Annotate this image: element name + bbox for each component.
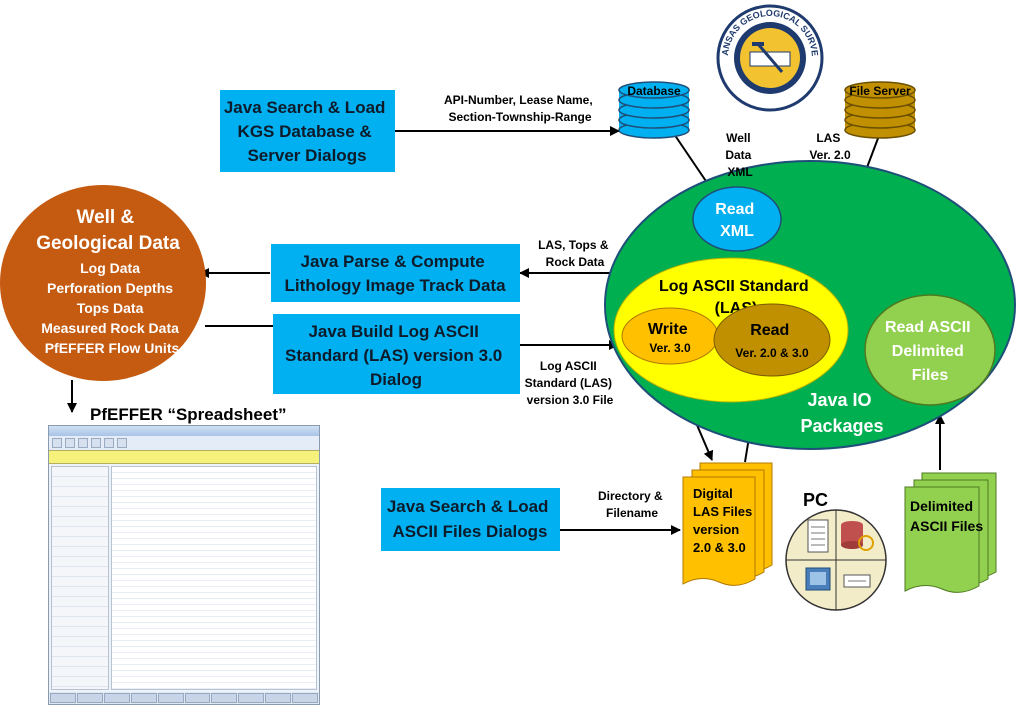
label-las-tops-rock: LAS, Tops & Rock Data: [538, 238, 612, 269]
svg-text:Read Ver. 2.0 & 3.0: Read Ver. 2.0 & 3.0: [735, 322, 809, 360]
well-item-pfeffer: PfEFFER Flow Units: [45, 340, 180, 356]
well-item-log-data: Log Data: [80, 260, 140, 276]
pfeffer-header-bar: [49, 450, 319, 464]
pc-icon: PC: [785, 490, 887, 611]
toolbar-button: [117, 438, 127, 448]
pfeffer-window-titlebar: [49, 426, 319, 436]
box-build-line2: Standard (LAS) version 3.0: [285, 346, 502, 365]
svg-text:Java Search & Load ASCII: Java Search & Load ASCII Files Dialogs: [387, 497, 553, 541]
toolbar-button: [65, 438, 75, 448]
digital-las-line2: LAS Files: [693, 504, 752, 519]
well-item-tops: Tops Data: [77, 300, 144, 316]
digital-las-line4: 2.0 & 3.0: [693, 540, 746, 555]
read-ascii-line1: Read ASCII: [885, 319, 971, 336]
toolbar-button: [104, 438, 114, 448]
write-node: Write Ver. 3.0: [621, 307, 719, 365]
las-title-line1: Log ASCII Standard: [659, 278, 809, 295]
toolbar-button: [78, 438, 88, 448]
group-tab: [292, 693, 319, 703]
well-geological-data: Well & Geological Data Log Data Perforat…: [0, 185, 206, 381]
svg-text:Log Data Perforation Dep: Log Data Perforation Depths Tops Data Me…: [41, 260, 183, 356]
group-tab: [130, 693, 157, 703]
label-las-ver2: LAS Ver. 2.0: [809, 131, 851, 162]
box-build-line1: Java Build Log ASCII: [308, 322, 478, 341]
read-las-line1: Read: [750, 322, 789, 339]
svg-text:Java IO Packages: Java IO Packages: [800, 390, 883, 436]
write-line2: Ver. 3.0: [649, 341, 691, 355]
box-java-build-las: Java Build Log ASCII Standard (LAS) vers…: [273, 314, 520, 394]
well-title-line2: Geological Data: [36, 233, 180, 254]
svg-text:Java Parse & Compute Lit: Java Parse & Compute Lithology Image Tra…: [284, 252, 506, 295]
box-parse-line2: Lithology Image Track Data: [284, 276, 506, 295]
box-parse-line1: Java Parse & Compute: [301, 252, 485, 271]
read-xml-node: Read XML: [692, 186, 782, 252]
box-kgs-line2: KGS Database &: [238, 122, 372, 141]
pfeffer-data-grid: [111, 466, 317, 690]
well-title-line1: Well &: [77, 207, 135, 228]
svg-text:Delimited ASCII Files: Delimited ASCII Files: [910, 498, 983, 534]
delimited-line2: ASCII Files: [910, 518, 983, 534]
svg-text:Java Build Log ASCII Sta: Java Build Log ASCII Standard (LAS) vers…: [285, 322, 507, 389]
box-kgs-line3: Server Dialogs: [247, 146, 366, 165]
arrow-database-to-readxml: [669, 127, 713, 191]
box-kgs-line1: Java Search & Load: [224, 98, 386, 117]
kgs-seal-logo: KANSAS GEOLOGICAL SURVEY: [0, 0, 824, 112]
svg-text:Digital LAS Files: Digital LAS Files version 2.0 & 3.0: [693, 486, 756, 555]
digital-las-line1: Digital: [693, 486, 733, 501]
group-tab: [50, 693, 76, 703]
label-well-data-xml: Well Data XML: [725, 131, 754, 179]
group-tab: [265, 693, 292, 703]
pfeffer-parameter-panel: [51, 466, 109, 690]
well-item-rock: Measured Rock Data: [41, 320, 179, 336]
group-tab: [184, 693, 211, 703]
delimited-line1: Delimited: [910, 498, 973, 514]
group-tab: [238, 693, 265, 703]
file-server-cylinder: File Server: [844, 81, 916, 139]
database-label: Database: [627, 84, 681, 98]
read-xml-line1: Read: [715, 201, 754, 218]
box-java-search-ascii: Java Search & Load ASCII Files Dialogs: [381, 488, 560, 551]
digital-las-files: Digital LAS Files version 2.0 & 3.0: [682, 462, 773, 586]
svg-text:Well & Geological Data: Well & Geological Data: [36, 207, 180, 254]
kgs-seal-text: KANSAS GEOLOGICAL SURVEY: [0, 0, 820, 57]
toolbar-button: [91, 438, 101, 448]
box-java-parse-compute: Java Parse & Compute Lithology Image Tra…: [271, 244, 520, 302]
delimited-ascii-files: Delimited ASCII Files: [904, 472, 997, 593]
read-ascii-line2: Delimited: [892, 343, 964, 360]
label-dir-filename: Directory & Filename: [598, 489, 666, 520]
pfeffer-spreadsheet-screenshot: [48, 425, 320, 705]
read-ascii-node: Read ASCII Delimited Files: [864, 294, 996, 406]
group-tab: [211, 693, 238, 703]
group-tab: [103, 693, 130, 703]
svg-text:Read XML: Read XML: [715, 201, 759, 240]
box-ascii-line1: Java Search & Load: [387, 497, 549, 516]
pfeffer-group-tabs: [49, 692, 319, 704]
well-item-perforation: Perforation Depths: [47, 280, 173, 296]
box-ascii-line2: ASCII Files Dialogs: [393, 522, 548, 541]
label-api: API-Number, Lease Name, Section-Township…: [444, 93, 596, 124]
java-io-line1: Java IO: [807, 390, 871, 410]
database-cylinder: Database: [618, 81, 690, 139]
group-tab: [157, 693, 184, 703]
toolbar-button: [52, 438, 62, 448]
svg-text:Read ASCII Delimited: Read ASCII Delimited Files: [885, 319, 975, 384]
write-line1: Write: [648, 321, 688, 338]
pfeffer-toolbar: [49, 436, 319, 450]
box-java-search-load-kgs: Java Search & Load KGS Database & Server…: [220, 90, 395, 172]
read-xml-line2: XML: [720, 223, 754, 240]
svg-text:Write Ver. 3.0: Write Ver. 3.0: [648, 321, 692, 355]
java-io-line2: Packages: [800, 416, 883, 436]
group-tab: [76, 693, 103, 703]
file-server-label: File Server: [849, 84, 911, 98]
read-las-line2: Ver. 2.0 & 3.0: [735, 346, 809, 360]
pfeffer-spreadsheet-label: PfEFFER “Spreadsheet”: [90, 405, 287, 424]
label-las-v3-file: Log ASCII Standard (LAS) version 3.0 Fil…: [525, 359, 616, 407]
svg-text:Java Search & Load KGS D: Java Search & Load KGS Database & Server…: [224, 98, 390, 165]
read-las-node: Read Ver. 2.0 & 3.0: [713, 303, 831, 377]
box-build-line3: Dialog: [370, 370, 422, 389]
read-ascii-line3: Files: [912, 367, 949, 384]
digital-las-line3: version: [693, 522, 739, 537]
pc-label: PC: [803, 490, 828, 510]
